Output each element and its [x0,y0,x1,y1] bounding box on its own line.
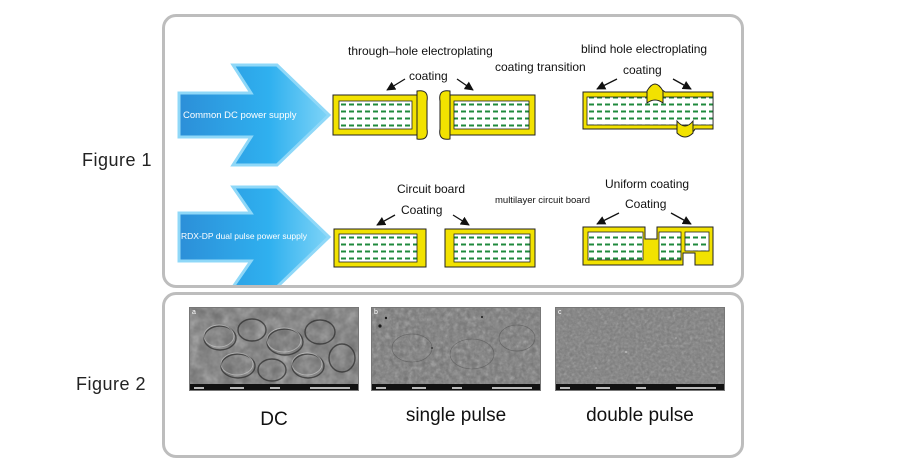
coating-label-top: coating [409,69,448,83]
blind-hole-board-pulse [582,226,714,266]
sem-letter-c: c [558,309,562,316]
blind-hole-board-dc [582,83,714,138]
dc-power-arrow-label: Common DC power supply [183,110,297,121]
figure-2-panel: a DC b single pulse [162,292,744,458]
electroplating-diagram: Common DC power supply RDX-DP dual pulse… [177,42,714,289]
coating-label-uniform: Coating [625,197,666,211]
blind-coating-arrow-left [596,78,618,90]
coating-label-bottom: Coating [401,203,442,217]
bottom-coating-arrow-left [376,214,396,226]
sem-letter-a: a [192,309,196,316]
figure-1-panel: Common DC power supply RDX-DP dual pulse… [162,14,744,289]
through-hole-label: through–hole electroplating [348,44,493,58]
blind-hole-label: blind hole electroplating [581,42,707,56]
uniform-coating-arrow-left [596,212,620,225]
multilayer-label: multilayer circuit board [495,195,590,206]
coating-transition-label: coating transition [495,60,586,74]
coating-arrow-right [456,78,474,91]
sem-letter-b: b [374,309,378,316]
circuit-board-label: Circuit board [397,182,465,196]
coating-label-blind: coating [623,63,662,77]
dc-power-arrow: Common DC power supply [177,63,332,167]
sem-caption-double-pulse: double pulse [586,405,694,426]
sem-image-dc: a [189,307,359,391]
bottom-coating-arrow-right [452,214,470,226]
dual-pulse-arrow-label: RDX-DP dual pulse power supply [181,231,308,241]
sem-caption-dc: DC [260,409,288,430]
sem-image-single-pulse: b [371,307,541,391]
figure-1-label: Figure 1 [82,150,153,170]
sem-caption-single-pulse: single pulse [405,405,507,426]
sem-image-double-pulse: c [555,307,725,391]
through-hole-board-dc [332,90,536,140]
uniform-coating-arrow-right [670,212,692,225]
through-hole-board-pulse [333,228,536,268]
blind-coating-arrow-right [672,78,692,90]
uniform-coating-label: Uniform coating [605,177,689,191]
coating-arrow-left [386,78,406,91]
dual-pulse-arrow: RDX-DP dual pulse power supply [177,185,332,289]
figure-2-label: Figure 2 [76,374,147,394]
